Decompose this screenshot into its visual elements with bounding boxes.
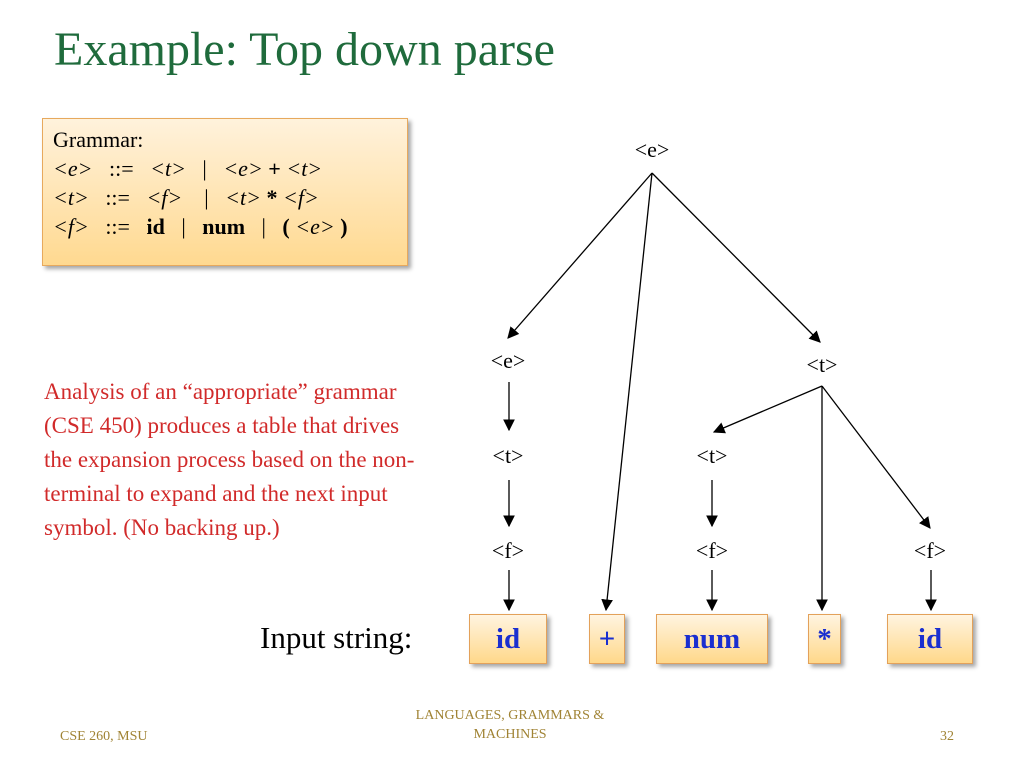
rule-f-num: num (202, 214, 246, 239)
rule-t-lhs: <t> (53, 185, 89, 210)
grammar-rule-t: <t> ::= <f> | <t> * <f> (53, 183, 397, 212)
rule-e-alt2-e: <e> (223, 156, 263, 181)
slide-title: Example: Top down parse (54, 23, 555, 76)
rule-e-lhs: <e> (53, 156, 93, 181)
rule-f-id: id (146, 214, 165, 239)
node-left-t: <t> (493, 443, 524, 468)
footer-topic: LANGUAGES, GRAMMARS & MACHINES (415, 708, 605, 742)
rule-f-rparen: ) (340, 214, 348, 239)
node-root-e: <e> (635, 137, 670, 162)
rule-f-e: <e> (295, 214, 335, 239)
rule-t-alt1: <f> (146, 185, 183, 210)
rule-e-plus: + (268, 156, 281, 181)
edge-right-t-right-f (821, 385, 931, 529)
node-left-f: <f> (492, 538, 524, 563)
input-string-label: Input string: (260, 620, 413, 655)
grammar-box: Grammar: <e> ::= <t> | <e> + <t> <t> ::=… (42, 118, 408, 266)
edge-root-right-t (651, 172, 821, 343)
rule-e-def: ::= (108, 156, 134, 181)
footer-course: CSE 260, MSU (60, 729, 148, 744)
rule-t-alt2-f: <f> (282, 185, 319, 210)
node-left-e: <e> (491, 348, 526, 373)
rule-t-star: * (266, 185, 278, 210)
rule-e-alt2-t: <t> (286, 156, 323, 181)
node-right-f: <f> (914, 538, 946, 563)
rule-t-alt2-t: <t> (225, 185, 261, 210)
rule-e-alt1: <t> (150, 156, 186, 181)
edge-root-left-e (507, 172, 653, 339)
token-num: num (656, 614, 768, 664)
edge-right-t-mid-t (712, 385, 823, 434)
node-mid-t: <t> (697, 443, 728, 468)
token-id-2: id (887, 614, 973, 664)
footer-page-number: 32 (940, 729, 954, 744)
rule-f-lhs: <f> (53, 214, 89, 239)
edge-root-plus (601, 172, 653, 612)
rule-e-bar: | (202, 156, 207, 181)
grammar-rule-e: <e> ::= <t> | <e> + <t> (53, 154, 397, 183)
rule-f-bar2: | (261, 214, 266, 239)
rule-t-bar: | (204, 185, 209, 210)
rule-f-lparen: ( (282, 214, 290, 239)
grammar-rule-f: <f> ::= id | num | ( <e> ) (53, 212, 397, 241)
rule-f-bar1: | (181, 214, 186, 239)
token-id-1: id (469, 614, 547, 664)
rule-t-def: ::= (105, 185, 130, 210)
node-mid-f: <f> (696, 538, 728, 563)
analysis-text: Analysis of an “appropriate” grammar (CS… (44, 379, 415, 540)
grammar-heading: Grammar: (53, 127, 144, 152)
rule-f-def: ::= (105, 214, 130, 239)
node-right-t: <t> (807, 352, 838, 377)
token-star: * (808, 614, 841, 664)
token-plus: + (589, 614, 625, 664)
